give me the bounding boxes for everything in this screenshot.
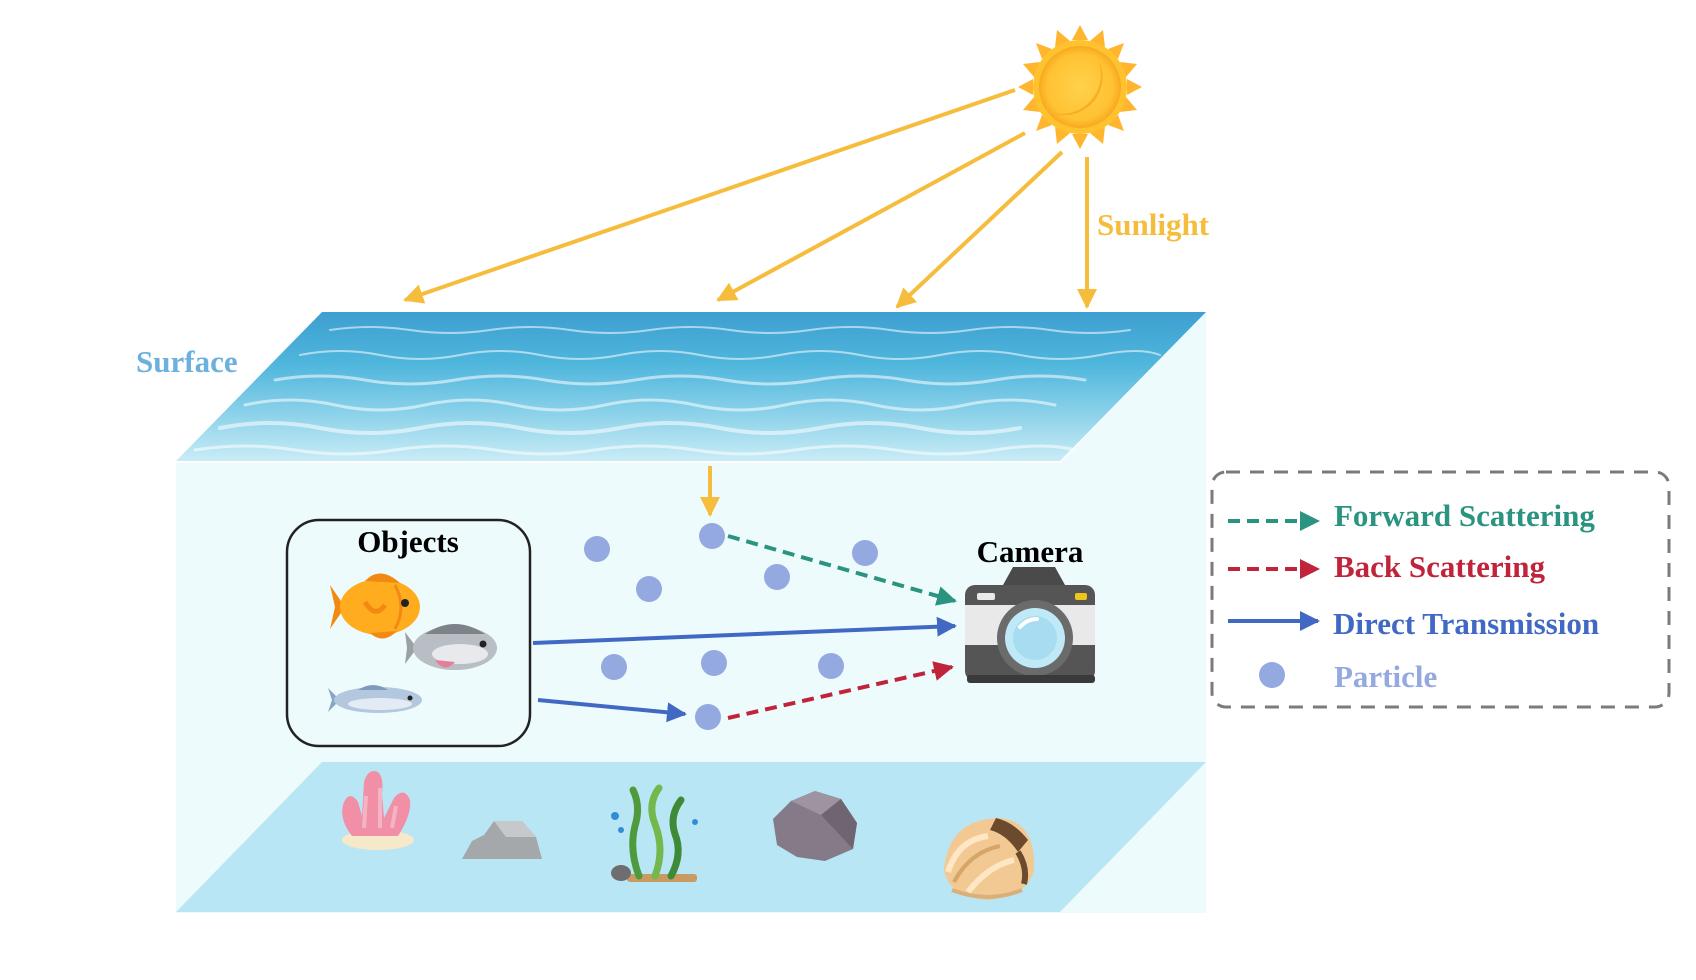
legend: Forward Scattering Back Scattering Direc… bbox=[1210, 470, 1671, 709]
particle bbox=[699, 523, 725, 549]
camera-label: Camera bbox=[977, 534, 1084, 569]
particle bbox=[584, 536, 610, 562]
orange-fish-icon bbox=[330, 573, 420, 639]
seabed bbox=[176, 762, 1206, 912]
forward-scattering-arrow bbox=[727, 534, 957, 606]
legend-particle-swatch bbox=[1259, 662, 1285, 688]
water-surface bbox=[176, 312, 1206, 461]
legend-particle-label: Particle bbox=[1334, 659, 1437, 694]
particle bbox=[601, 654, 627, 680]
surface-label: Surface bbox=[136, 344, 238, 379]
salmon-fish-icon bbox=[328, 685, 422, 713]
sunlight-rays bbox=[403, 88, 1097, 517]
particle bbox=[636, 576, 662, 602]
legend-direct-label: Direct Transmission bbox=[1333, 606, 1599, 641]
gray-rock-icon bbox=[462, 821, 542, 859]
direct-transmission-arrow-to-particle bbox=[537, 698, 687, 723]
seaweed-icon bbox=[611, 784, 698, 882]
particle bbox=[852, 540, 878, 566]
sun-icon bbox=[1018, 25, 1142, 149]
tilapia-fish-icon bbox=[405, 624, 497, 670]
purple-rock-icon bbox=[773, 791, 857, 861]
seashell-icon bbox=[944, 818, 1035, 900]
objects-box bbox=[285, 518, 532, 748]
particle bbox=[701, 650, 727, 676]
direct-transmission-arrow bbox=[532, 616, 957, 645]
legend-box bbox=[1210, 470, 1671, 709]
particle bbox=[818, 653, 844, 679]
objects-label: Objects bbox=[357, 524, 459, 559]
sunlight-label: Sunlight bbox=[1097, 207, 1210, 242]
particles bbox=[584, 523, 878, 730]
camera-icon bbox=[965, 567, 1095, 683]
legend-back-label: Back Scattering bbox=[1334, 549, 1545, 584]
legend-forward-label: Forward Scattering bbox=[1334, 498, 1595, 533]
back-scattering-arrow bbox=[727, 661, 954, 720]
particle bbox=[764, 564, 790, 590]
particle bbox=[695, 704, 721, 730]
coral-icon bbox=[342, 771, 414, 850]
